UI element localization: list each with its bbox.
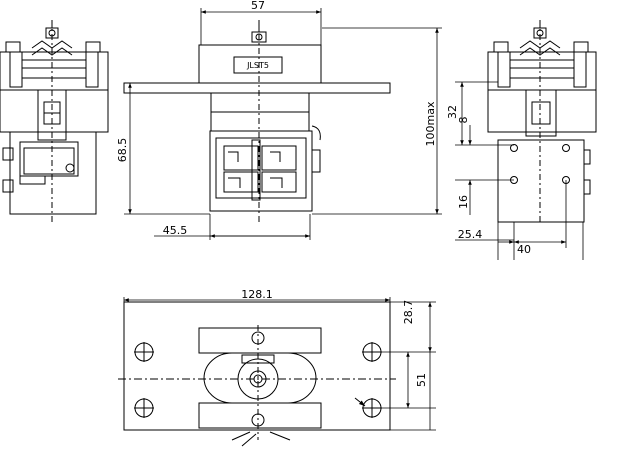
front-view-dimensions (124, 8, 442, 240)
dim-57: 57 (251, 0, 265, 12)
dim-128-1: 128.1 (241, 288, 273, 301)
dim-45-5: 45.5 (163, 224, 188, 237)
right-view-dimensions (455, 81, 584, 260)
dim-16: 16 (457, 195, 470, 209)
label-plate-text: JLST5 (246, 61, 269, 70)
dim-51: 51 (415, 373, 428, 387)
dim-40: 40 (517, 243, 531, 256)
front-view (123, 20, 391, 222)
bottom-view (118, 301, 396, 447)
dim-32: 32 (446, 105, 459, 119)
bottom-view-dimensions (123, 297, 436, 431)
dim-68-5: 68.5 (116, 138, 129, 163)
right-side-view (487, 20, 597, 225)
left-side-view (0, 20, 109, 225)
dim-8: 8 (457, 117, 470, 124)
dim-28-7: 28.7 (402, 300, 415, 325)
dim-100max: 100max (424, 101, 437, 146)
dim-25-4: 25.4 (458, 228, 483, 241)
